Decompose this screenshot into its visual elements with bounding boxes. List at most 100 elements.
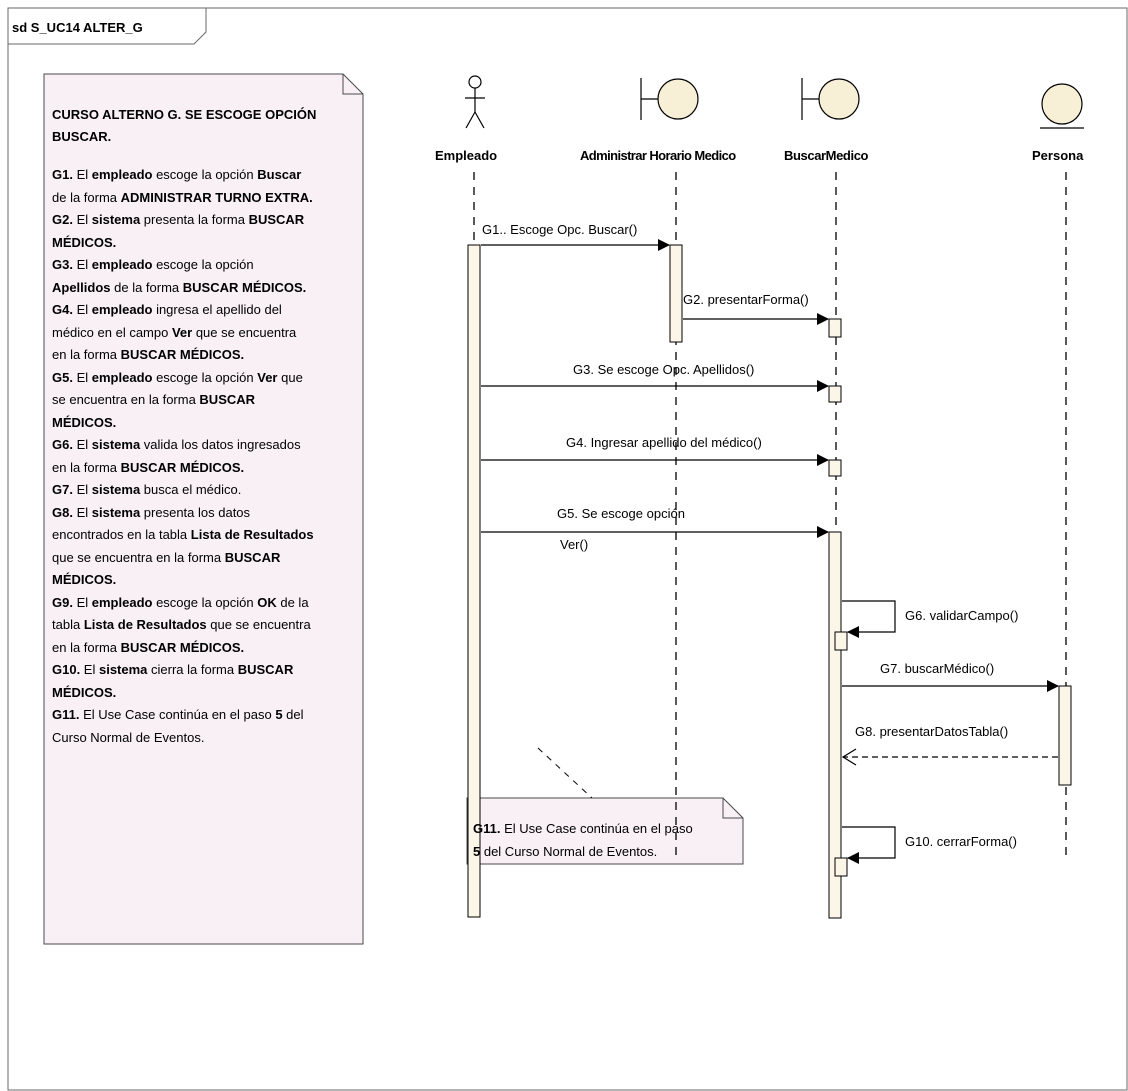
note-text: MÉDICOS. [52, 572, 117, 587]
note-text: G8. [52, 504, 73, 520]
note-text: médico en el campo [52, 324, 172, 340]
note-text: OK [257, 594, 277, 610]
activation-bar [1058, 685, 1072, 786]
note-line: G7. El sistema busca el médico. [52, 479, 357, 502]
actor-icon [465, 75, 485, 129]
note-text: G3. [52, 257, 73, 272]
note-text: 5 [473, 843, 481, 859]
note-text: empleado [91, 302, 153, 317]
note-text: tabla [52, 617, 84, 632]
note-text: escoge la opción [152, 594, 258, 610]
note-text: BUSCAR [237, 662, 294, 677]
note-text: El [72, 257, 92, 272]
lifeline-label-admin: Administrar Horario Medico [580, 148, 736, 163]
note-text: BUSCAR MÉDICOS. [120, 347, 245, 362]
activation-bar [467, 244, 481, 918]
message-label-g1: G1.. Escoge Opc. Buscar() [482, 222, 638, 237]
note-text: encontrados en la tabla [52, 527, 191, 542]
note-line: médico en el campo Ver que se encuentra [52, 322, 357, 345]
note-text: sistema [91, 212, 141, 227]
note-text: BUSCAR [199, 392, 256, 407]
activation-bar [828, 459, 842, 477]
note-text: G11. [52, 707, 80, 722]
note-text: presenta los datos [140, 504, 251, 520]
note-line: G3. El empleado escoge la opción [52, 254, 357, 277]
message-arrow-g10 [842, 826, 896, 864]
note-text: BUSCAR [248, 212, 305, 227]
note-line: MÉDICOS. [52, 569, 357, 592]
note-text: del Curso Normal de Eventos. [480, 843, 658, 859]
message-label-g5-cont: Ver() [560, 537, 589, 552]
frame-tab [8, 8, 207, 45]
note-text: sistema [91, 504, 141, 520]
note-text: El [72, 212, 92, 227]
note-text: Ver [257, 369, 278, 385]
note-text: empleado [91, 594, 153, 610]
frame-label: sd S_UC14 ALTER_G [12, 20, 143, 35]
note-left: CURSO ALTERNO G. SE ESCOGE OPCIÓN BUSCAR… [52, 104, 357, 749]
note-text: ADMINISTRAR TURNO EXTRA. [120, 189, 313, 205]
note-text: de la forma [110, 279, 183, 295]
note-line: G4. El empleado ingresa el apellido del [52, 299, 357, 322]
note-line: G10. El sistema cierra la forma BUSCAR [52, 659, 357, 682]
note-text: que [277, 369, 303, 385]
note-line: que se encuentra en la forma BUSCAR [52, 547, 357, 570]
note-text: El [72, 437, 92, 452]
message-label-g5: G5. Se escoge opción [557, 506, 685, 521]
note-text: El [80, 662, 99, 677]
note-text: busca el médico. [140, 482, 242, 497]
note-text: escoge la opción [152, 167, 258, 182]
note-text: que se encuentra [192, 324, 297, 340]
note-line: G1. El empleado escoge la opción Buscar [52, 164, 357, 187]
note-line: 5 del Curso Normal de Eventos. [473, 841, 738, 864]
note-left-shape [43, 73, 364, 945]
note-text: valida los datos ingresados [140, 437, 301, 452]
note-line: G6. El sistema valida los datos ingresad… [52, 434, 357, 457]
note-text: El [72, 369, 92, 385]
note-text: presenta la forma [140, 212, 249, 227]
lifeline-label-persona: Persona [1032, 148, 1084, 163]
note-left-title: CURSO ALTERNO G. SE ESCOGE OPCIÓN BUSCAR… [52, 107, 317, 144]
note-line: MÉDICOS. [52, 412, 357, 435]
note-text: Ver [171, 324, 193, 340]
message-label-g8: G8. presentarDatosTabla() [855, 724, 1009, 739]
note-line: Curso Normal de Eventos. [52, 727, 357, 750]
note-text: sistema [98, 662, 148, 677]
note-text: que se encuentra en la forma [52, 549, 225, 565]
note-line: en la forma BUSCAR MÉDICOS. [52, 344, 357, 367]
note-line: G11. El Use Case continúa en el paso 5 d… [52, 704, 357, 727]
activation-bar [828, 385, 842, 403]
note-text: BUSCAR [224, 549, 281, 565]
note-text: del [282, 707, 304, 722]
note-text: El Use Case continúa en el paso [79, 707, 276, 722]
message-label-g2: G2. presentarForma() [683, 292, 809, 307]
note-text: MÉDICOS. [52, 234, 117, 250]
note-text: El Use Case continúa en el paso [500, 821, 693, 836]
note-text: de la forma [52, 189, 121, 205]
note-text: El [72, 167, 92, 182]
note-text: G7. [52, 482, 73, 497]
note-text: G2. [52, 212, 73, 227]
note-line: de la forma ADMINISTRAR TURNO EXTRA. [52, 187, 357, 210]
note-text: sistema [91, 482, 141, 497]
message-label-g10: G10. cerrarForma() [905, 834, 1017, 849]
note-text: que se encuentra [206, 617, 311, 632]
note-text: BUSCAR MÉDICOS. [120, 459, 245, 475]
entity-icon [1040, 83, 1084, 129]
lifeline-label-empleado: Empleado [435, 148, 498, 163]
note-text: G5. [52, 369, 73, 385]
note-text: escoge la opción [152, 369, 258, 385]
note-text: 5 [275, 707, 283, 722]
note-text: MÉDICOS. [52, 684, 117, 700]
note-line: MÉDICOS. [52, 682, 357, 705]
boundary-icon [801, 78, 860, 120]
message-label-g7: G7. buscarMédico() [880, 661, 995, 676]
note-text: Buscar [257, 167, 302, 182]
note-line: G2. El sistema presenta la forma BUSCAR [52, 209, 357, 232]
note-text: Lista de Resultados [83, 617, 207, 632]
note-text: se encuentra en la forma [52, 392, 200, 407]
note-text: El [72, 594, 92, 610]
note-line: G5. El empleado escoge la opción Ver que [52, 367, 357, 390]
note-text: en la forma [52, 459, 121, 475]
